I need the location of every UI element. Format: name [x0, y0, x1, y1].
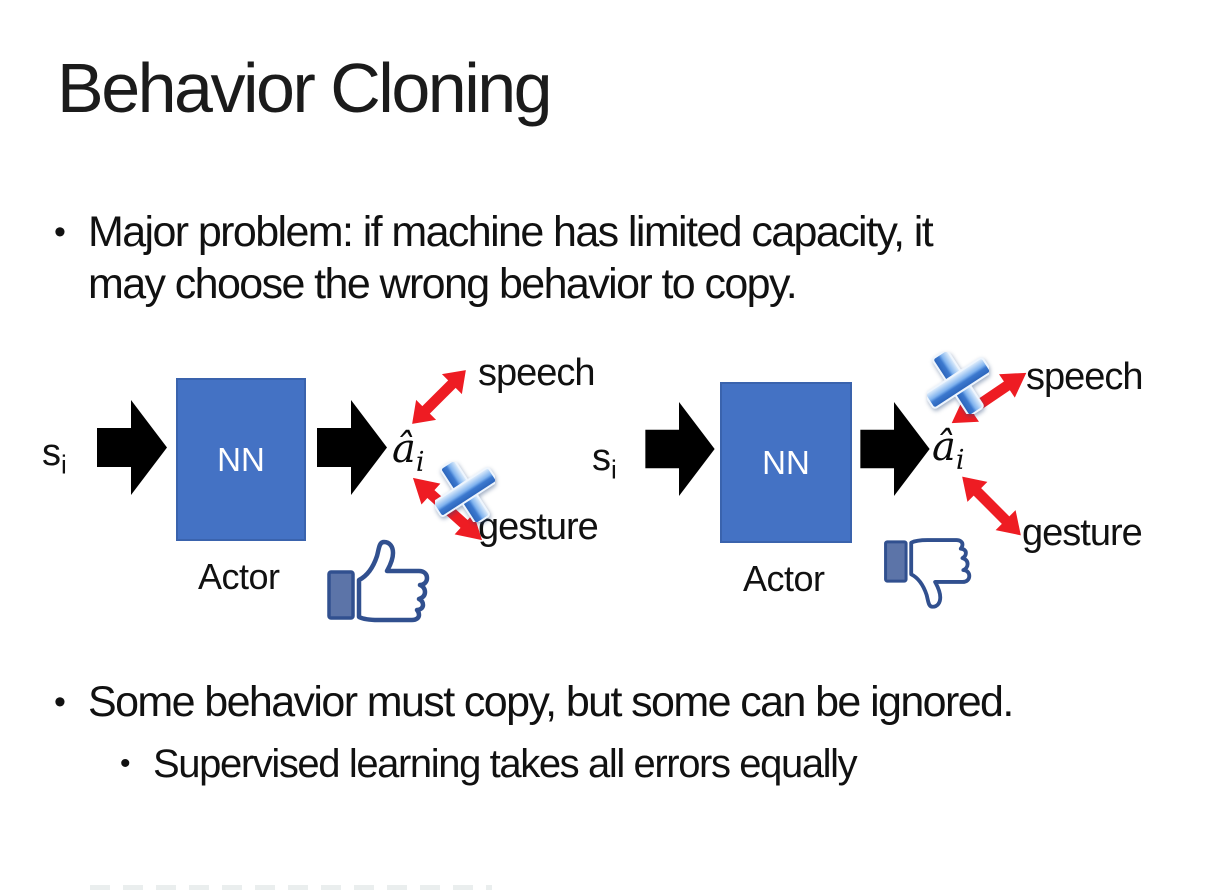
bullet-major-problem-line1: Major problem: if machine has limited ca…: [88, 208, 934, 256]
left-output-sub-i: i: [415, 447, 425, 478]
right-output-action-label: âi: [932, 424, 965, 476]
right-output-sub-i: i: [955, 445, 965, 476]
left-output-action-label: âi: [392, 426, 425, 478]
bullet-marker: •: [120, 747, 131, 780]
left-speech-label: speech: [478, 352, 596, 394]
left-input-state-label: si: [42, 432, 67, 481]
right-input-s: s: [592, 437, 611, 479]
block-arrow-icon: [317, 400, 387, 495]
right-actor-label: Actor: [743, 558, 825, 599]
left-nn-box: NN: [176, 378, 306, 541]
cross-icon: [927, 352, 989, 414]
bullet-major-problem: Major problem: if machine has limited ca…: [88, 206, 934, 310]
left-input-s: s: [42, 432, 61, 474]
red-double-arrow-icon: [402, 360, 477, 435]
right-output-ahat: â: [932, 424, 956, 470]
bullet-marker: •: [54, 213, 66, 251]
block-arrow-icon: [645, 401, 715, 497]
right-nn-box: NN: [720, 382, 852, 543]
left-output-ahat: â: [392, 426, 416, 472]
left-nn-label: NN: [217, 440, 265, 478]
left-actor-label: Actor: [198, 556, 280, 597]
thumbs-down-icon: [884, 538, 972, 609]
block-arrow-icon: [97, 400, 167, 495]
thumbs-up-icon: [327, 539, 430, 623]
block-arrow-icon: [860, 401, 930, 497]
right-speech-label: speech: [1026, 356, 1144, 398]
bullet-supervised: Supervised learning takes all errors equ…: [153, 742, 858, 786]
right-input-state-label: si: [592, 437, 617, 486]
cross-icon: [435, 462, 495, 522]
right-nn-label: NN: [762, 443, 810, 481]
bullet-some-behavior: Some behavior must copy, but some can be…: [88, 678, 1014, 726]
red-double-arrow-icon: [952, 466, 1032, 546]
bullet-marker: •: [54, 683, 66, 721]
left-input-sub-i: i: [61, 449, 67, 480]
right-gesture-label: gesture: [1022, 512, 1143, 554]
right-input-sub-i: i: [611, 454, 617, 485]
left-gesture-label: gesture: [478, 506, 599, 548]
bullet-major-problem-line2: may choose the wrong behavior to copy.: [88, 260, 798, 308]
slide-title: Behavior Cloning: [57, 49, 553, 127]
cutoff-line-artifact: [90, 885, 492, 890]
